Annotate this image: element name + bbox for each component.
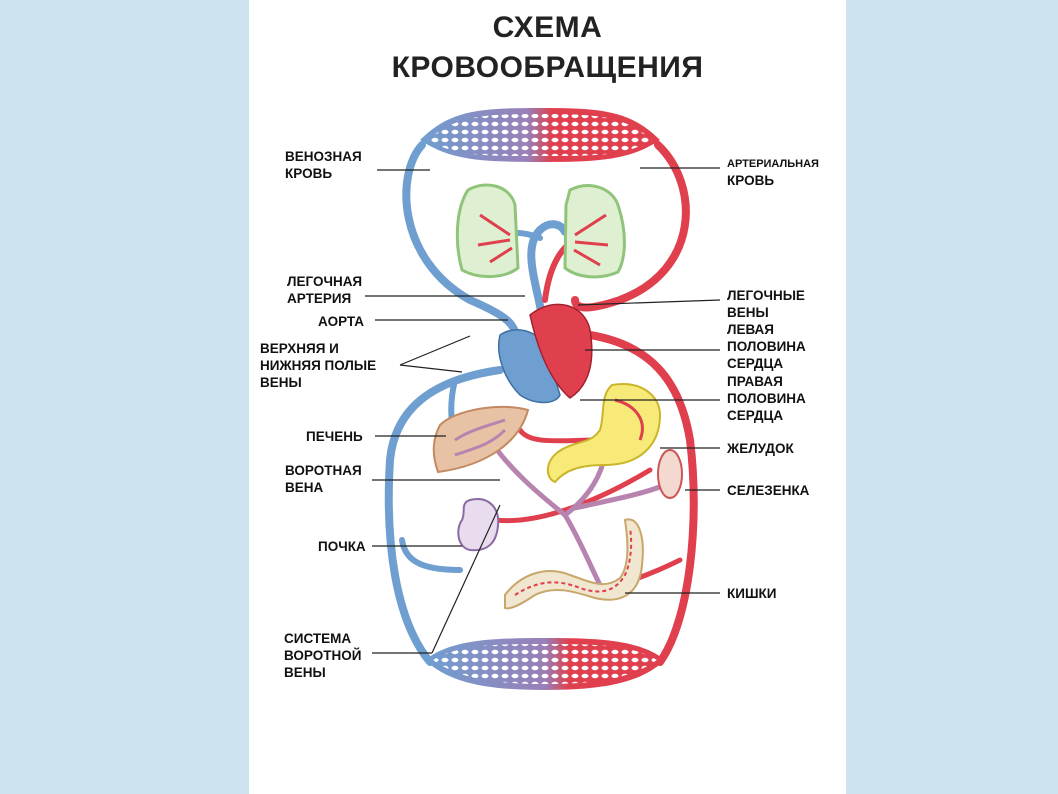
label-pulmonary-artery: ЛЕГОЧНАЯ АРТЕРИЯ [287,274,363,306]
label-arterial-blood-line1: АРТЕРИАЛЬНАЯ [727,158,819,170]
label-vena-cava: ВЕРХНЯЯ И НИЖНЯЯ ПОЛЫЕ ВЕНЫ [260,341,377,390]
descending-aorta [586,331,698,666]
lower-vena-cava [384,366,504,666]
venous-vessels [384,141,569,666]
left-lung [455,183,520,278]
right-lung [563,184,626,279]
left-margin-band [0,0,249,794]
splenic-vein [572,482,668,511]
left-heart-chambers [529,303,593,399]
label-spleen: СЕЛЕЗЕНКА [727,483,810,498]
stomach [546,383,662,484]
label-pulmonary-veins: ЛЕГОЧНЫЕ ВЕНЫ [727,288,805,320]
label-arterial-blood-line2: КРОВЬ [727,173,775,188]
leader-lines [365,167,721,654]
label-left-heart: ЛЕВАЯ ПОЛОВИНА СЕРДЦА [727,322,806,371]
diagram-title: СХЕМА КРОВООБРАЩЕНИЯ [249,8,846,88]
upper-capillary-network [420,108,660,162]
title-line-2: КРОВООБРАЩЕНИЯ [391,51,704,84]
label-liver: ПЕЧЕНЬ [306,429,363,444]
label-portal-system: СИСТЕМА ВОРОТНОЙ ВЕНЫ [284,631,362,680]
kidney [457,498,500,552]
aorta-upper [571,141,690,312]
label-stomach: ЖЕЛУДОК [727,441,794,456]
label-venous-blood: ВЕНОЗНАЯ КРОВЬ [285,149,362,181]
title-line-1: СХЕМА [492,11,603,44]
label-portal-vein: ВОРОТНАЯ ВЕНА [285,463,362,495]
heart [498,303,593,404]
label-right-heart: ПРАВАЯ ПОЛОВИНА СЕРДЦА [727,374,806,423]
label-aorta: АОРТА [318,314,365,329]
renal-vein [399,537,463,573]
liver [432,405,530,474]
portal-intestinal-branch [562,512,603,588]
label-kidney: ПОЧКА [318,539,366,554]
upper-vena-cava [402,141,520,349]
right-margin-band [846,0,1058,794]
pulmonary-artery-vessel [527,220,569,339]
lower-capillary-network [425,638,665,690]
intestine [504,518,644,610]
label-intestine: КИШКИ [727,586,777,601]
spleen [657,449,683,499]
portal-vein-system [487,437,668,588]
